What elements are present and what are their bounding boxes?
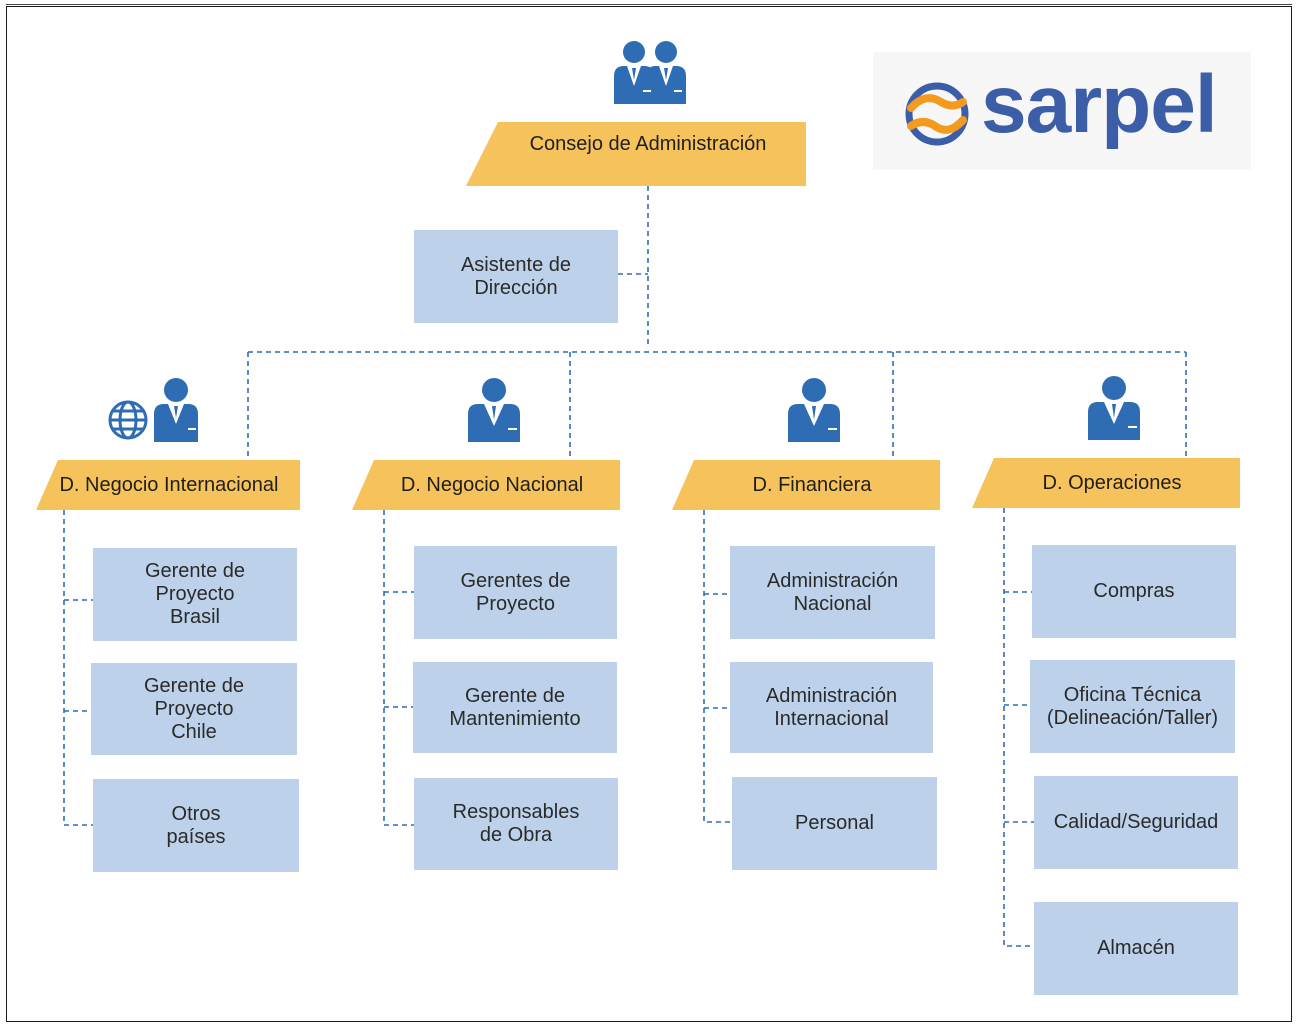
- board-banner-shape: [466, 122, 806, 186]
- dept-title-internacional: D. Negocio Internacional: [59, 473, 279, 496]
- dept-banner-shape: [972, 458, 1240, 508]
- unit-box: Personal: [732, 777, 937, 870]
- unit-box: Almacén: [1034, 902, 1238, 995]
- sarpel-logo-mark: [905, 82, 969, 146]
- globe-icon: [108, 378, 198, 442]
- dept-banner-shape: [36, 460, 300, 510]
- unit-box: Gerente de Proyecto Chile: [91, 663, 297, 755]
- logo-text: sarpel: [981, 59, 1218, 150]
- assistant-box: Asistente de Dirección: [414, 230, 618, 323]
- executives-icon: [614, 41, 686, 104]
- dept-banner-shape: [672, 460, 940, 510]
- unit-box: Gerente de Proyecto Brasil: [93, 548, 297, 641]
- unit-box: Oficina Técnica (Delineación/Taller): [1030, 660, 1235, 753]
- unit-box: Gerente de Mantenimiento: [413, 662, 617, 753]
- top-rule: [6, 4, 1292, 7]
- manager-icon: [1088, 376, 1140, 440]
- board-title: Consejo de Administración: [529, 132, 767, 155]
- sarpel-logo: sarpel: [873, 52, 1251, 170]
- unit-box: Responsables de Obra: [414, 778, 618, 870]
- unit-box: Gerentes de Proyecto: [414, 546, 617, 639]
- unit-box: Calidad/Seguridad: [1034, 776, 1238, 869]
- diagram-frame: [6, 6, 1292, 1022]
- dept-banner-shape: [352, 460, 620, 510]
- dept-title-nacional: D. Negocio Nacional: [400, 473, 584, 496]
- manager-icon: [468, 378, 520, 442]
- unit-box: Compras: [1032, 545, 1236, 638]
- unit-box: Administración Internacional: [730, 662, 933, 753]
- unit-box: Administración Nacional: [730, 546, 935, 639]
- dept-title-operaciones: D. Operaciones: [1042, 471, 1182, 494]
- manager-icon: [788, 378, 840, 442]
- dept-title-financiera: D. Financiera: [752, 473, 872, 496]
- unit-box: Otros países: [93, 779, 299, 872]
